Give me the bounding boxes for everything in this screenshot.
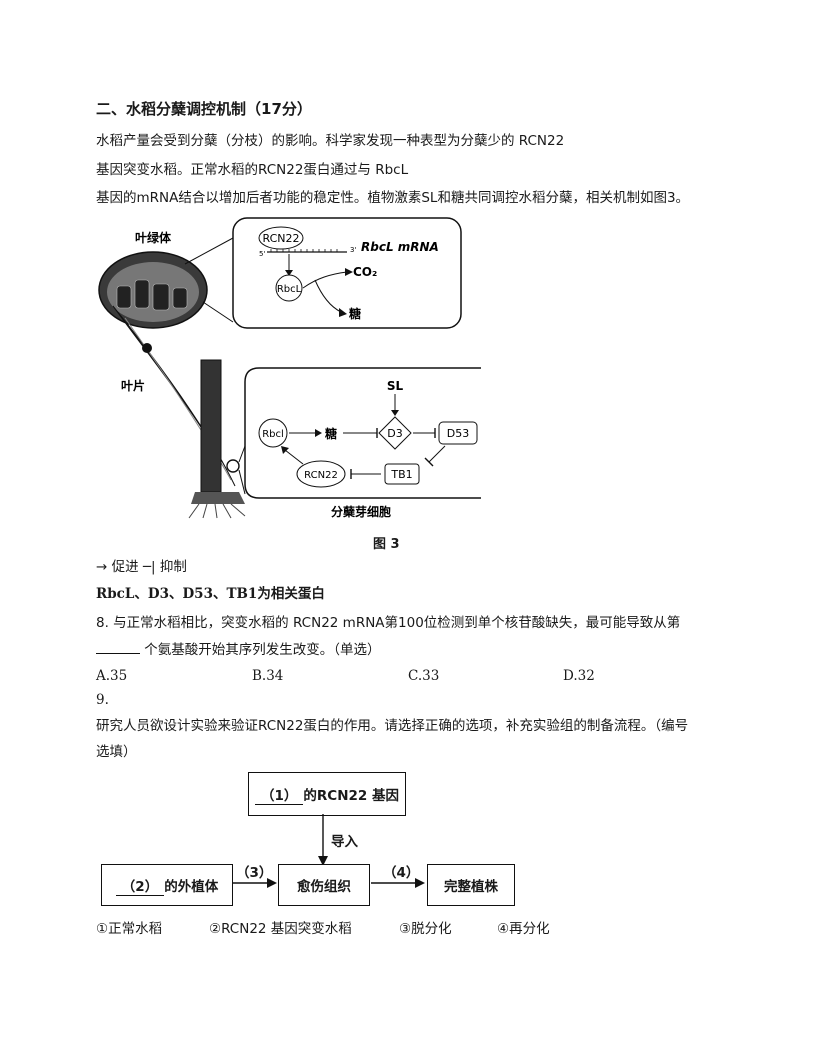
top-rcn22-node	[258, 226, 304, 250]
bottom-panel-caption: 分蘖芽细胞	[331, 504, 391, 519]
rcn22-to-rbcl-arrowhead	[285, 270, 293, 276]
bottom-rcn22-node	[296, 460, 346, 488]
figure-3-caption: 图 3	[373, 537, 400, 552]
top-rbcl-node	[275, 274, 303, 302]
roots	[188, 503, 246, 519]
co2-sugar-path	[314, 279, 342, 313]
legend-arrows: → 促进 ─| 抑制	[96, 559, 187, 575]
five-prime-label: 5'	[259, 250, 265, 258]
d53-tb1-line	[428, 445, 446, 463]
choice-1[interactable]: ①正常水稻	[96, 921, 163, 937]
d3-label: D3	[387, 427, 402, 440]
flow-gene-suffix: 的RCN22 基因	[303, 788, 399, 804]
q8-text-2: 个氨基酸开始其序列发生改变。（单选）	[144, 642, 381, 658]
figure-3-diagram: 叶绿体 叶片 RCN22 5' 3' RbcL mRNA RbcL	[98, 217, 481, 519]
thylakoid-stacks	[116, 279, 188, 311]
q9-number: 9.	[96, 692, 109, 708]
co2-label: CO₂	[353, 265, 377, 279]
leaf-label: 叶片	[121, 378, 145, 393]
rcn22-rbcl-arrowhead	[281, 446, 289, 454]
flow-step-3[interactable]: （3）	[236, 865, 273, 881]
d53-label: D53	[447, 427, 469, 440]
q8-option-b[interactable]: B.34	[252, 668, 284, 684]
flow-import-label: 导入	[331, 834, 358, 850]
flow-callus-label: 愈伤组织	[297, 879, 351, 895]
sl-d3-arrowhead	[391, 410, 399, 416]
intro-line-3: 基因的mRNA结合以增加后者功能的稳定性。植物激素SL和糖共同调控水稻分蘖，相关…	[96, 190, 690, 206]
flow-box-gene: （1） 的RCN22 基因	[248, 772, 406, 816]
flow-arrow-4	[371, 878, 425, 888]
top-rbcl-label: RbcL	[277, 284, 302, 295]
q8-answer-blank[interactable]	[96, 653, 140, 654]
bottom-sugar-label: 糖	[325, 426, 337, 441]
flow-box-plant: 完整植株	[427, 864, 515, 906]
leaf-marker	[142, 343, 152, 353]
rcn22-rbcl-line	[284, 449, 304, 465]
d53-node	[438, 421, 478, 445]
bottom-rcn22-label: RCN22	[304, 470, 338, 481]
flow-box-callus: 愈伤组织	[278, 864, 370, 906]
q8-option-a[interactable]: A.35	[96, 668, 128, 684]
intro-line-1: 水稻产量会受到分蘖（分枝）的影响。科学家发现一种表型为分蘖少的 RCN22	[96, 133, 565, 149]
chloroplast-label: 叶绿体	[135, 230, 172, 245]
flow-blank-2[interactable]: （2）	[115, 875, 165, 896]
q8-option-d[interactable]: D.32	[563, 668, 595, 684]
legend-proteins: RbcL、D3、D53、TB1为相关蛋白	[96, 586, 325, 602]
stem-base	[191, 492, 245, 504]
flow-arrow-import	[318, 814, 328, 866]
section-heading: 二、水稻分蘖调控机制（17分）	[96, 100, 312, 118]
rbcl-sugar-arrowhead	[315, 429, 322, 437]
co2-sugar-arrowhead	[339, 308, 347, 317]
rbcl-co2-path	[302, 271, 348, 289]
top-sugar-label: 糖	[349, 306, 361, 321]
d53-tb1-inhibit-bar	[424, 457, 434, 467]
flow-box-explant: （2） 的外植体	[101, 864, 233, 906]
q8-option-c[interactable]: C.33	[408, 668, 440, 684]
top-rcn22-label: RCN22	[262, 232, 299, 245]
bottom-rbcl-label: Rbcl	[262, 429, 284, 440]
flow-plant-label: 完整植株	[444, 879, 498, 895]
flow-explant-suffix: 的外植体	[164, 879, 219, 895]
sl-label: SL	[387, 379, 404, 393]
connector-bottom-1	[238, 445, 246, 463]
connector-top-1	[184, 237, 234, 265]
tiller-bud-marker	[226, 459, 240, 473]
choice-3[interactable]: ③脱分化	[399, 921, 452, 937]
stem-shape	[200, 359, 222, 493]
q9-text-2: 选填）	[96, 744, 137, 760]
choice-4[interactable]: ④再分化	[497, 921, 550, 937]
connector-top-2	[202, 301, 234, 323]
flow-arrow-3	[233, 878, 277, 888]
tb1-label: TB1	[390, 468, 412, 481]
mrna-label: RbcL mRNA	[361, 240, 439, 254]
q8-text-line-2: 个氨基酸开始其序列发生改变。（单选）	[96, 640, 381, 660]
d3-node	[378, 416, 412, 450]
leaf-shape	[112, 305, 236, 487]
bottom-rbcl-node	[258, 418, 288, 448]
three-prime-label: 3'	[350, 246, 356, 254]
q8-text: 8. 与正常水稻相比，突变水稻的 RCN22 mRNA第100位检测到单个核苷酸…	[96, 615, 681, 631]
mrna-ticks	[270, 249, 338, 252]
intro-line-2: 基因突变水稻。正常水稻的RCN22蛋白通过与 RbcL	[96, 162, 409, 178]
tb1-node	[384, 463, 420, 485]
q9-text: 研究人员欲设计实验来验证RCN22蛋白的作用。请选择正确的选项，补充实验组的制备…	[96, 718, 689, 734]
flow-step-4[interactable]: （4）	[383, 865, 420, 881]
connector-bottom-2	[238, 469, 246, 495]
flow-blank-1[interactable]: （1）	[255, 784, 304, 805]
choice-2[interactable]: ②RCN22 基因突变水稻	[209, 921, 352, 937]
rbcl-co2-arrowhead	[345, 268, 353, 276]
